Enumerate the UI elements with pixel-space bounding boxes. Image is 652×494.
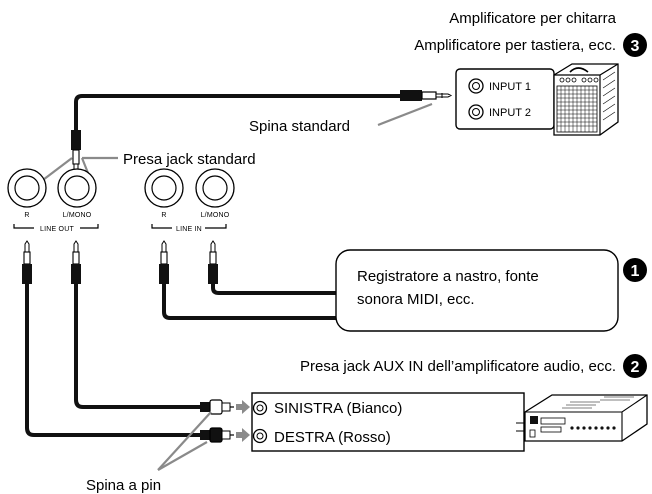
recorder-box xyxy=(335,249,619,332)
spina-pin-pointer-white xyxy=(157,411,212,471)
cable-lineout-r-to-destra xyxy=(25,282,204,437)
line-in-r-label: R xyxy=(161,212,166,219)
destra-label: DESTRA (Rosso) xyxy=(274,429,391,446)
presa-jack-label: Presa jack standard xyxy=(123,151,256,168)
arrow-white-icon xyxy=(236,400,250,414)
audio-amplifier-icon xyxy=(516,394,648,442)
line-out-lmono-jack-icon xyxy=(57,168,97,208)
line-out-r-jack-icon xyxy=(7,168,47,208)
aux-title: Presa jack AUX IN dell’amplificatore aud… xyxy=(300,358,616,375)
input1-jack-icon xyxy=(468,78,484,94)
badge-1-number: 1 xyxy=(631,263,640,280)
input2-label: INPUT 2 xyxy=(489,107,531,119)
rca-pin-plug-white-icon xyxy=(200,399,234,415)
line-in-lmono-jack-icon xyxy=(195,168,235,208)
rca-pin-plug-red-icon xyxy=(200,427,234,443)
destra-jack-icon xyxy=(252,428,268,444)
aux-in-box xyxy=(251,392,525,452)
recorder-line1: Registratore a nastro, fonte xyxy=(357,268,539,285)
guitar-amplifier-icon xyxy=(553,63,619,136)
arrow-red-icon xyxy=(236,428,250,442)
line-out-label: LINE OUT xyxy=(40,226,74,233)
standard-plug-lineout-l-icon xyxy=(71,240,81,284)
badge-2-number: 2 xyxy=(631,359,640,376)
cable-lineout-l-to-sinistra xyxy=(74,282,204,409)
sinistra-label: SINISTRA (Bianco) xyxy=(274,400,402,417)
line-in-r-jack-icon xyxy=(144,168,184,208)
amp-input-panel: INPUT 1 INPUT 2 xyxy=(455,68,555,130)
sinistra-jack-icon xyxy=(252,400,268,416)
line-out-r-label: R xyxy=(24,212,29,219)
cable-linein-l xyxy=(211,282,340,295)
input2-jack-icon xyxy=(468,104,484,120)
standard-plug-lineout-top-icon xyxy=(71,130,81,176)
standard-plug-amp-icon xyxy=(400,90,453,101)
standard-plug-linein-l-icon xyxy=(208,240,218,284)
badge-2-icon: 2 xyxy=(623,354,647,378)
amp-caption-line1: Amplificatore per chitarra xyxy=(449,10,616,27)
spina-standard-label: Spina standard xyxy=(249,118,350,135)
standard-plug-linein-r-icon xyxy=(159,240,169,284)
recorder-line2: sonora MIDI, ecc. xyxy=(357,291,475,308)
line-in-label: LINE IN xyxy=(176,226,202,233)
amp-caption-line2: Amplificatore per tastiera, ecc. xyxy=(414,37,616,54)
cable-linein-r xyxy=(162,282,340,320)
badge-3-icon: 3 xyxy=(623,33,647,57)
cable-to-amplifier xyxy=(74,94,404,134)
spina-standard-pointer xyxy=(377,102,433,127)
spina-pin-pointer-red xyxy=(157,441,208,471)
line-out-lmono-label: L/MONO xyxy=(63,212,92,219)
line-in-lmono-label: L/MONO xyxy=(201,212,230,219)
standard-plug-lineout-r-icon xyxy=(22,240,32,284)
badge-3-number: 3 xyxy=(631,38,640,55)
input1-label: INPUT 1 xyxy=(489,81,531,93)
spina-pin-label: Spina a pin xyxy=(86,477,161,494)
badge-1-icon: 1 xyxy=(623,258,647,282)
